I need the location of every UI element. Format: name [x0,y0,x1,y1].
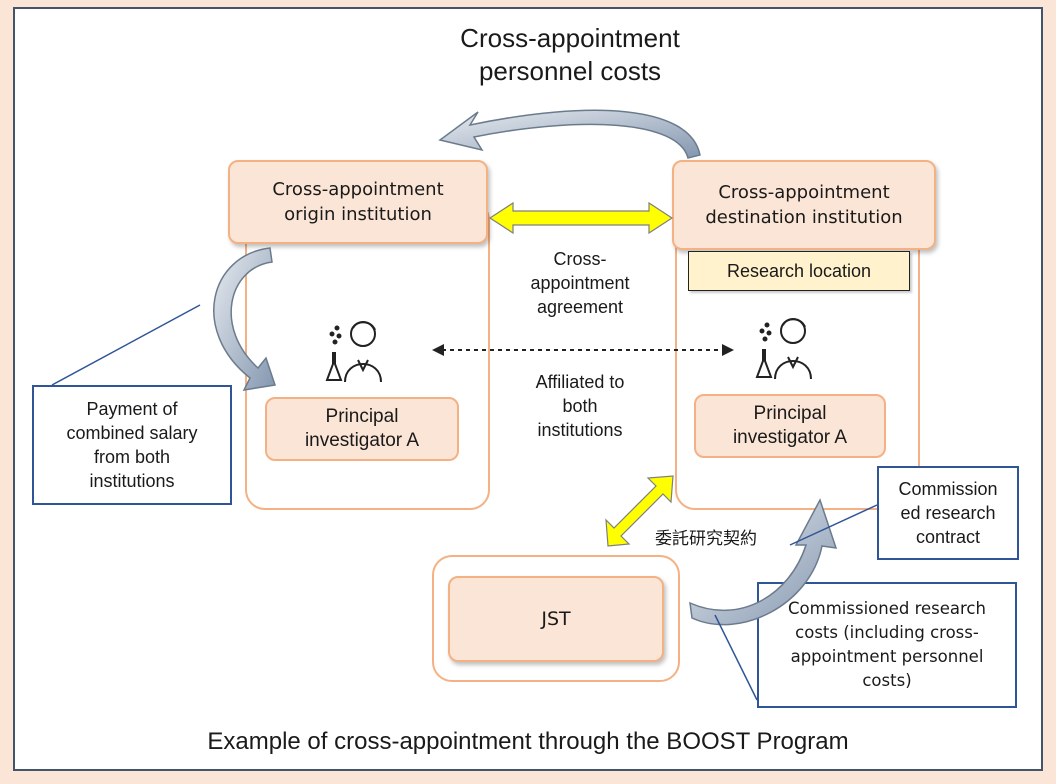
commissioned-costs-note-box: Commissioned research costs (including c… [757,582,1017,708]
figure-caption: Example of cross-appointment through the… [207,728,849,755]
commissioned-contract-note-box: Commission ed research contract [877,466,1019,560]
personnel-costs-label: Cross-appointment personnel costs [460,23,680,86]
commissioned-costs-arrow [689,498,838,626]
scientist-icon [325,321,382,383]
origin-institution-box: Cross-appointment origin institution [228,160,488,244]
jst-box: JST [448,576,664,662]
pi-right-box: Principal investigator A [694,394,886,458]
personnel-cost-arrow [438,109,701,159]
payment-note-box: Payment of combined salary from both ins… [32,385,232,505]
contract-note-leader [789,504,878,546]
costs-note-leader [714,614,758,701]
scientist-icon [755,318,812,380]
contract-jp-label: 委託研究契約 [655,529,757,549]
agreement-label: Cross- appointment agreement [530,249,630,317]
payment-note-leader [51,304,201,386]
salary-arrow [213,247,276,391]
affiliated-label: Affiliated to both institutions [535,372,625,440]
affiliation-dashed-arrow [432,344,734,356]
contract-double-arrow [605,475,674,547]
research-location-box: Research location [688,251,910,291]
pi-left-box: Principal investigator A [265,397,459,461]
agreement-double-arrow [488,201,674,235]
destination-institution-box: Cross-appointment destination institutio… [672,160,936,250]
